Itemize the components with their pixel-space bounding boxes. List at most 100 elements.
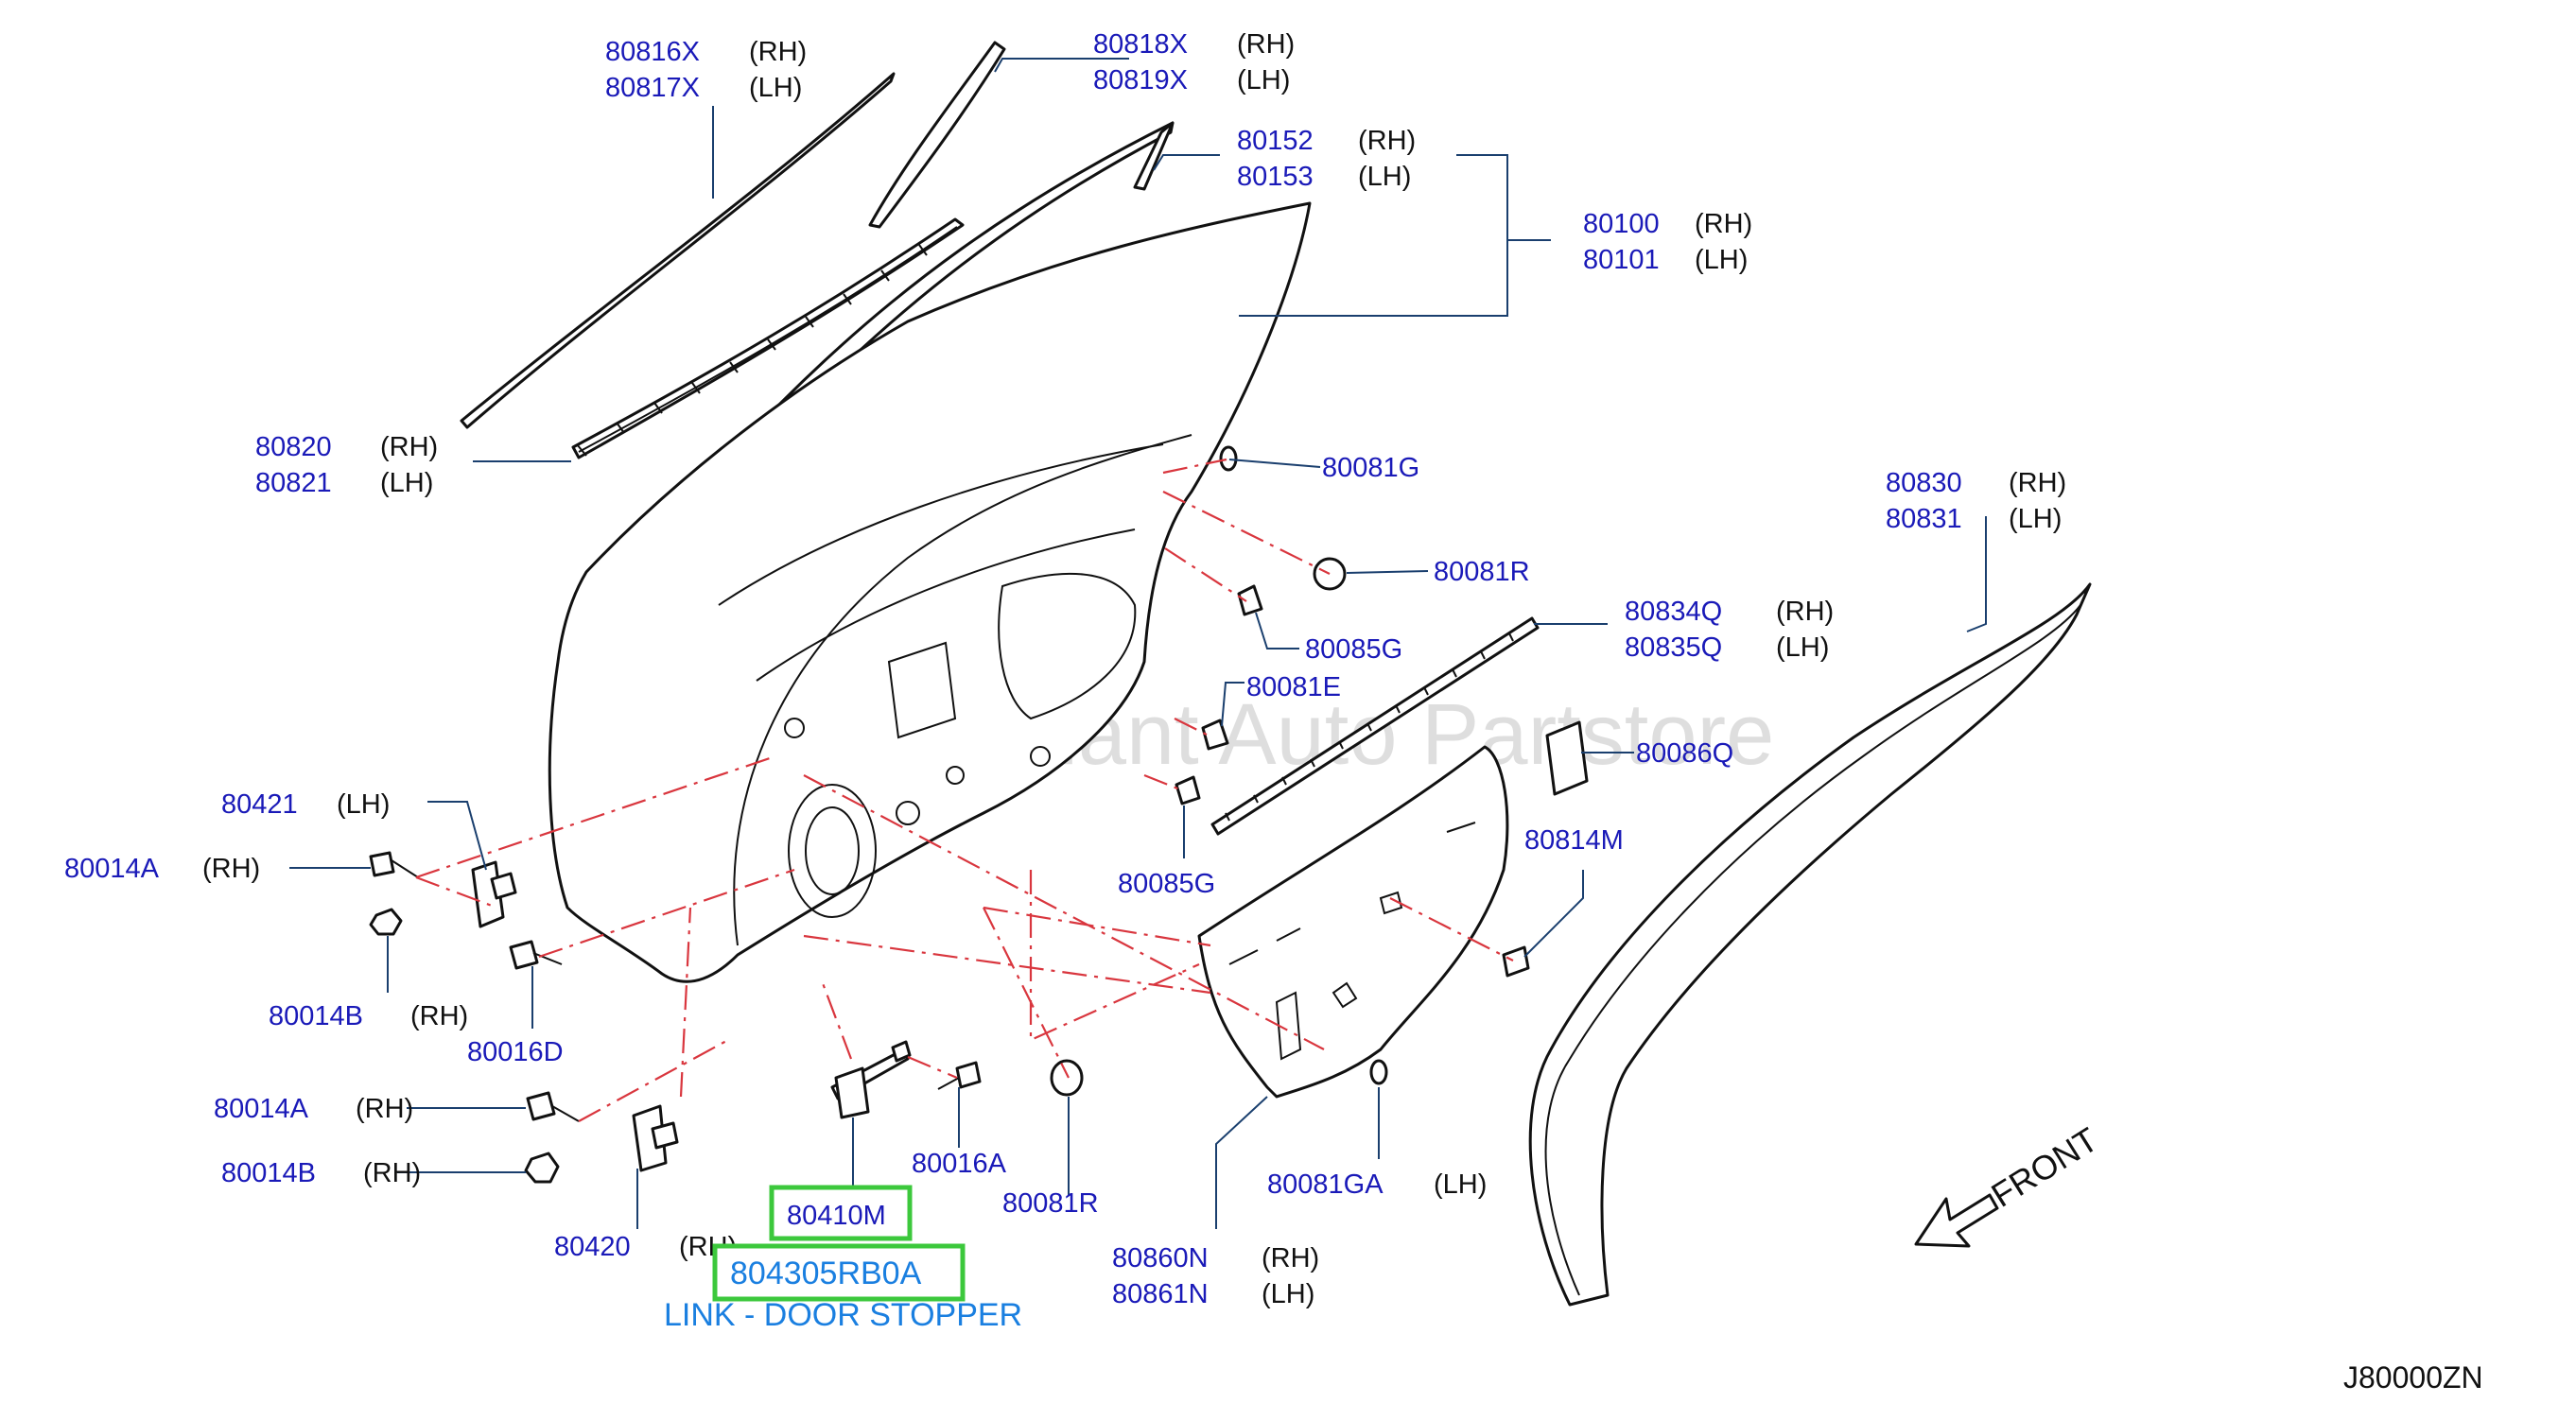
callout-80420[interactable]: 80420 (RH) xyxy=(554,1232,737,1262)
bumper-80085g-lower xyxy=(1175,775,1201,805)
lower-hinge xyxy=(632,1104,679,1172)
callout-80081r-upper[interactable]: 80081R xyxy=(1434,557,1530,587)
side-label: (LH) xyxy=(337,789,390,820)
callout-80085g-upper[interactable]: 80085G xyxy=(1305,634,1402,665)
inner-weatherstrip xyxy=(571,217,965,459)
side-label: (RH) xyxy=(1262,1243,1319,1273)
sash-cover xyxy=(868,41,1006,229)
highlight-ref-box[interactable]: 80410M xyxy=(769,1185,913,1241)
part-code: 80819X xyxy=(1093,65,1188,95)
callout-80085g-lower[interactable]: 80085G xyxy=(1118,869,1215,899)
part-code: 80014B xyxy=(221,1158,316,1188)
part-code: 80420 xyxy=(554,1232,631,1262)
callout-80081e[interactable]: 80081E xyxy=(1246,672,1341,702)
side-label: (RH) xyxy=(356,1094,413,1124)
leader-lines xyxy=(289,58,1987,1229)
door-weatherstrip xyxy=(1528,582,2092,1307)
side-label: (LH) xyxy=(1434,1169,1487,1200)
part-code: 80085G xyxy=(1305,634,1402,665)
side-label: (RH) xyxy=(410,1001,468,1031)
part-code: 80014B xyxy=(269,1001,363,1031)
part-code: 80014A xyxy=(214,1094,309,1124)
side-label: (RH) xyxy=(363,1158,421,1188)
side-label: (RH) xyxy=(1358,126,1416,156)
callout-80818x[interactable]: 80818X (RH) 80819X (LH) xyxy=(1093,29,1295,95)
callout-80014b-upper[interactable]: 80014B (RH) xyxy=(269,1001,468,1031)
bolt-80016d xyxy=(509,940,563,970)
part-code: 80816X xyxy=(605,37,700,67)
side-label: (LH) xyxy=(2009,504,2062,534)
diagram-code: J80000ZN xyxy=(2343,1360,2483,1394)
side-label: (RH) xyxy=(1237,29,1295,60)
part-code: 80081R xyxy=(1434,557,1530,587)
part-code: 80814M xyxy=(1524,825,1624,856)
side-label: (LH) xyxy=(1358,162,1411,192)
part-code: 80830 xyxy=(1886,468,1962,498)
callout-80016a[interactable]: 80016A xyxy=(912,1149,1007,1179)
door-stopper-link xyxy=(830,1040,912,1119)
callout-80014a-upper[interactable]: 80014A (RH) xyxy=(64,854,260,884)
callout-80014b-lower[interactable]: 80014B (RH) xyxy=(221,1158,421,1188)
part-code: 80016A xyxy=(912,1149,1007,1179)
highlight-ref-number: 80410M xyxy=(787,1201,886,1231)
part-code: 80821 xyxy=(255,468,332,498)
bumper-80085g-upper xyxy=(1237,584,1263,616)
part-code: 80153 xyxy=(1237,162,1314,192)
grommet-80081ga xyxy=(1369,1059,1388,1085)
part-code: 80086Q xyxy=(1636,738,1733,769)
callout-80421[interactable]: 80421 (LH) xyxy=(221,789,390,820)
side-label: (RH) xyxy=(749,37,807,67)
part-code: 80861N xyxy=(1112,1279,1209,1309)
part-code: 80081G xyxy=(1322,453,1419,483)
side-label: (LH) xyxy=(1776,632,1829,663)
side-label: (LH) xyxy=(1695,245,1748,275)
side-label: (LH) xyxy=(1237,65,1290,95)
callout-80016d[interactable]: 80016D xyxy=(467,1037,564,1067)
callout-80816x[interactable]: 80816X (RH) 80817X (LH) xyxy=(605,37,807,103)
nut-80014b-upper xyxy=(369,908,403,936)
part-code: 80081E xyxy=(1246,672,1341,702)
part-code: 80014A xyxy=(64,854,160,884)
side-label: (LH) xyxy=(380,468,433,498)
part-code: 80835Q xyxy=(1625,632,1722,663)
side-label: (RH) xyxy=(1776,597,1834,627)
side-label: (RH) xyxy=(380,432,438,462)
part-code: 80818X xyxy=(1093,29,1188,60)
callout-80860n[interactable]: 80860N (RH) 80861N (LH) xyxy=(1112,1243,1319,1309)
bolt-80014a-lower xyxy=(526,1091,580,1122)
part-code: 80152 xyxy=(1237,126,1314,156)
highlight-part-number-box[interactable]: 804305RB0A xyxy=(712,1243,966,1302)
part-code: 80100 xyxy=(1583,209,1660,239)
part-description: LINK - DOOR STOPPER xyxy=(664,1297,1022,1333)
callout-80014a-lower[interactable]: 80014A (RH) xyxy=(214,1094,413,1124)
side-label: (RH) xyxy=(2009,468,2066,498)
nut-80014b-lower xyxy=(524,1152,560,1184)
callout-80814m[interactable]: 80814M xyxy=(1524,825,1624,856)
callout-80100[interactable]: 80100 (RH) 80101 (LH) xyxy=(1583,209,1752,275)
tape xyxy=(1502,945,1530,978)
clip-80081e xyxy=(1201,719,1229,751)
side-label: (RH) xyxy=(202,854,260,884)
callout-80081g[interactable]: 80081G xyxy=(1322,453,1419,483)
part-code: 80016D xyxy=(467,1037,564,1067)
part-code: 80817X xyxy=(605,73,700,103)
bolt-80016a xyxy=(937,1061,982,1090)
callout-80081ga[interactable]: 80081GA (LH) xyxy=(1267,1169,1487,1200)
part-code: 80421 xyxy=(221,789,298,820)
plug-80081r-lower xyxy=(1050,1059,1084,1097)
part-code: 80081GA xyxy=(1267,1169,1384,1200)
callout-80820[interactable]: 80820 (RH) 80821 (LH) xyxy=(255,432,438,498)
callout-80830[interactable]: 80830 (RH) 80831 (LH) xyxy=(1886,468,2066,534)
part-code: 80834Q xyxy=(1625,597,1722,627)
part-code: 80820 xyxy=(255,432,332,462)
callout-80152[interactable]: 80152 (RH) 80153 (LH) xyxy=(1237,126,1416,192)
pad xyxy=(1545,720,1589,796)
belt-weatherstrip-inner xyxy=(1210,616,1540,836)
callout-80834q[interactable]: 80834Q (RH) 80835Q (LH) xyxy=(1625,597,1834,663)
sealing-screen xyxy=(1197,745,1509,1099)
callout-80081r-lower[interactable]: 80081R xyxy=(1002,1188,1099,1219)
side-label: (LH) xyxy=(749,73,802,103)
upper-hinge xyxy=(471,860,517,928)
callout-80086q[interactable]: 80086Q xyxy=(1636,738,1733,769)
part-code: 80831 xyxy=(1886,504,1962,534)
